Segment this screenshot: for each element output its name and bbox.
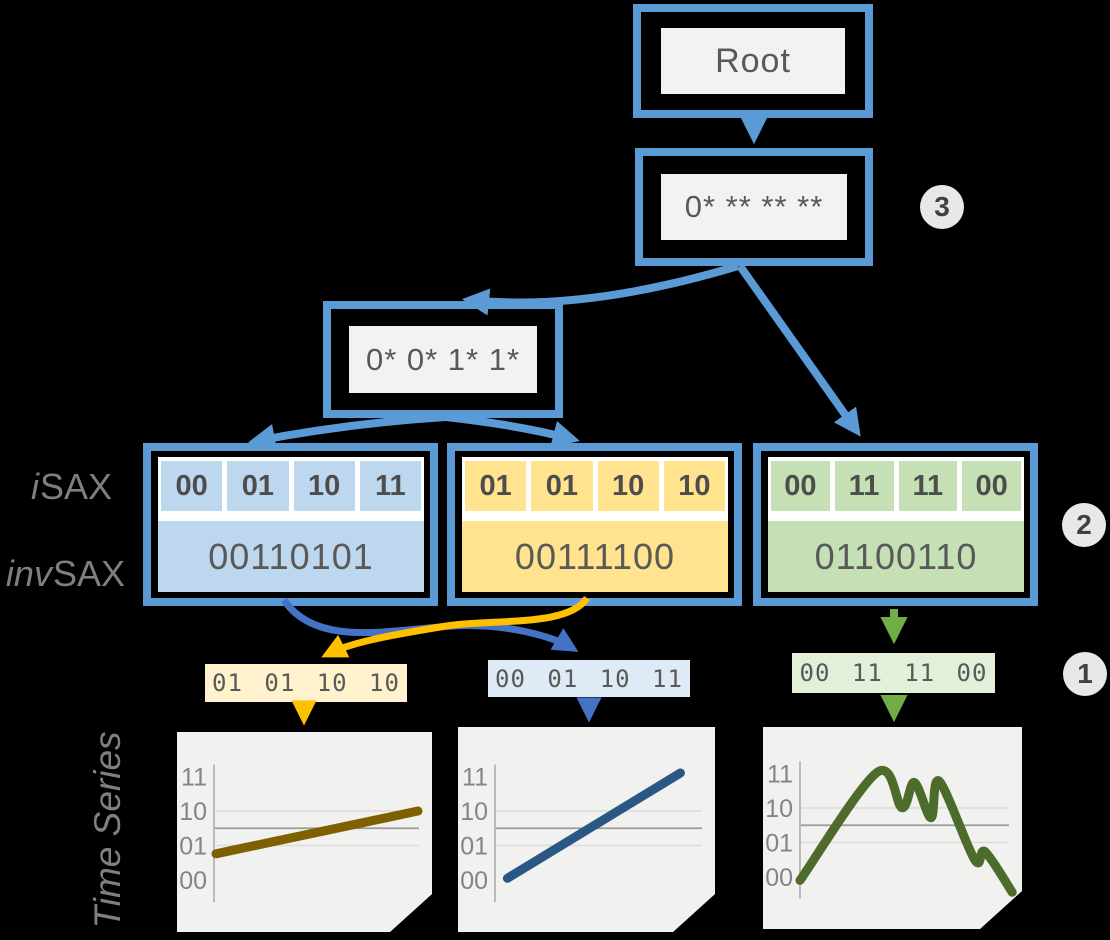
y-tick-label: 01 [765, 830, 793, 858]
series-line-time-series-green [800, 770, 1012, 892]
level-2-badge: 2 [1062, 503, 1106, 547]
arrow-blue-leaf-to-blue-word [281, 597, 579, 652]
sax-word-label-green: 00 11 11 00 [792, 653, 995, 693]
time-series-card-1: 11 10 01 00 [177, 732, 432, 932]
y-tick-label: 10 [765, 795, 793, 823]
invsax-word-green: 01100110 [768, 521, 1024, 592]
leaf-node-blue: 00 01 10 11 00110101 [143, 443, 438, 606]
sax-cell: 00 [771, 461, 830, 511]
leaf-blue-content: 00 01 10 11 00110101 [158, 457, 424, 592]
invsax-word-yellow: 00111100 [462, 521, 728, 592]
time-series-card-3: 11 10 01 00 [763, 727, 1022, 929]
sax-cell: 10 [663, 461, 725, 511]
root-node-label: Root [661, 28, 845, 94]
level-1-badge: 1 [1063, 652, 1107, 696]
y-tick-label: 01 [460, 833, 488, 861]
sax-cell: 01 [531, 461, 593, 511]
invsax-label-rest: SAX [52, 553, 125, 594]
series-line-time-series-yellow [216, 811, 418, 854]
arrow-level3-to-green-leaf [736, 263, 861, 437]
sax-word-label-yellow: 01 01 10 10 [205, 664, 407, 702]
y-tick-label: 10 [460, 798, 488, 826]
sax-cell: 01 [227, 461, 289, 511]
arrow-level2-to-yellow-leaf [445, 413, 580, 448]
invsax-row-label: invSAX [0, 553, 125, 595]
level2-node: 0* 0* 1* 1* [323, 301, 563, 418]
time-series-axis-label: Time Series [87, 731, 128, 929]
y-tick-label: 01 [179, 833, 207, 861]
level-3-badge: 3 [920, 185, 964, 229]
y-tick-label: 00 [765, 864, 793, 892]
leaf-yellow-content: 01 01 10 10 00111100 [462, 457, 728, 592]
isax-word-yellow: 01 01 10 10 [462, 457, 728, 521]
y-tick-label: 00 [460, 867, 488, 895]
y-tick-label: 00 [179, 867, 207, 895]
arrow-level2-to-blue-leaf [247, 413, 447, 451]
isax-word-green: 00 11 11 00 [768, 457, 1024, 521]
invsax-label-italic: inv [5, 553, 52, 594]
isax-word-blue: 00 01 10 11 [158, 457, 424, 521]
invsax-word-blue: 00110101 [158, 521, 424, 592]
level2-node-label: 0* 0* 1* 1* [349, 326, 537, 393]
sax-cell: 00 [962, 461, 1021, 511]
level3-node-label: 0* ** ** ** [661, 174, 847, 240]
sax-cell: 01 [465, 461, 527, 511]
leaf-green-content: 00 11 11 00 01100110 [768, 457, 1024, 592]
y-tick-label: 11 [181, 764, 207, 792]
level3-node: 0* ** ** ** [635, 148, 873, 266]
sax-cell: 10 [597, 461, 659, 511]
series-line-time-series-blue [507, 773, 680, 878]
y-tick-label: 10 [179, 798, 207, 826]
sax-cell: 10 [293, 461, 355, 511]
arrow-level3-to-level2 [461, 262, 740, 316]
leaf-node-green: 00 11 11 00 01100110 [753, 443, 1038, 606]
sax-cell: 11 [834, 461, 894, 511]
isax-label-italic: i [30, 466, 39, 507]
isax-label-rest: SAX [39, 466, 112, 507]
time-series-chart-2: 11 10 01 00 [458, 727, 715, 932]
sax-cell: 11 [359, 461, 421, 511]
sax-cell: 11 [898, 461, 958, 511]
arrow-yellow-leaf-to-yellow-word [321, 595, 590, 658]
sax-cell: 00 [161, 461, 223, 511]
time-series-card-2: 11 10 01 00 [458, 727, 715, 932]
y-tick-label: 11 [767, 761, 793, 789]
time-series-chart-1: 11 10 01 00 [177, 732, 432, 932]
sax-word-label-blue: 00 01 10 11 [488, 660, 690, 697]
y-tick-label: 11 [462, 764, 488, 792]
time-series-chart-3: 11 10 01 00 [763, 727, 1022, 929]
root-node: Root [633, 4, 873, 118]
isax-row-label: iSAX [0, 466, 112, 508]
leaf-node-yellow: 01 01 10 10 00111100 [447, 443, 742, 606]
